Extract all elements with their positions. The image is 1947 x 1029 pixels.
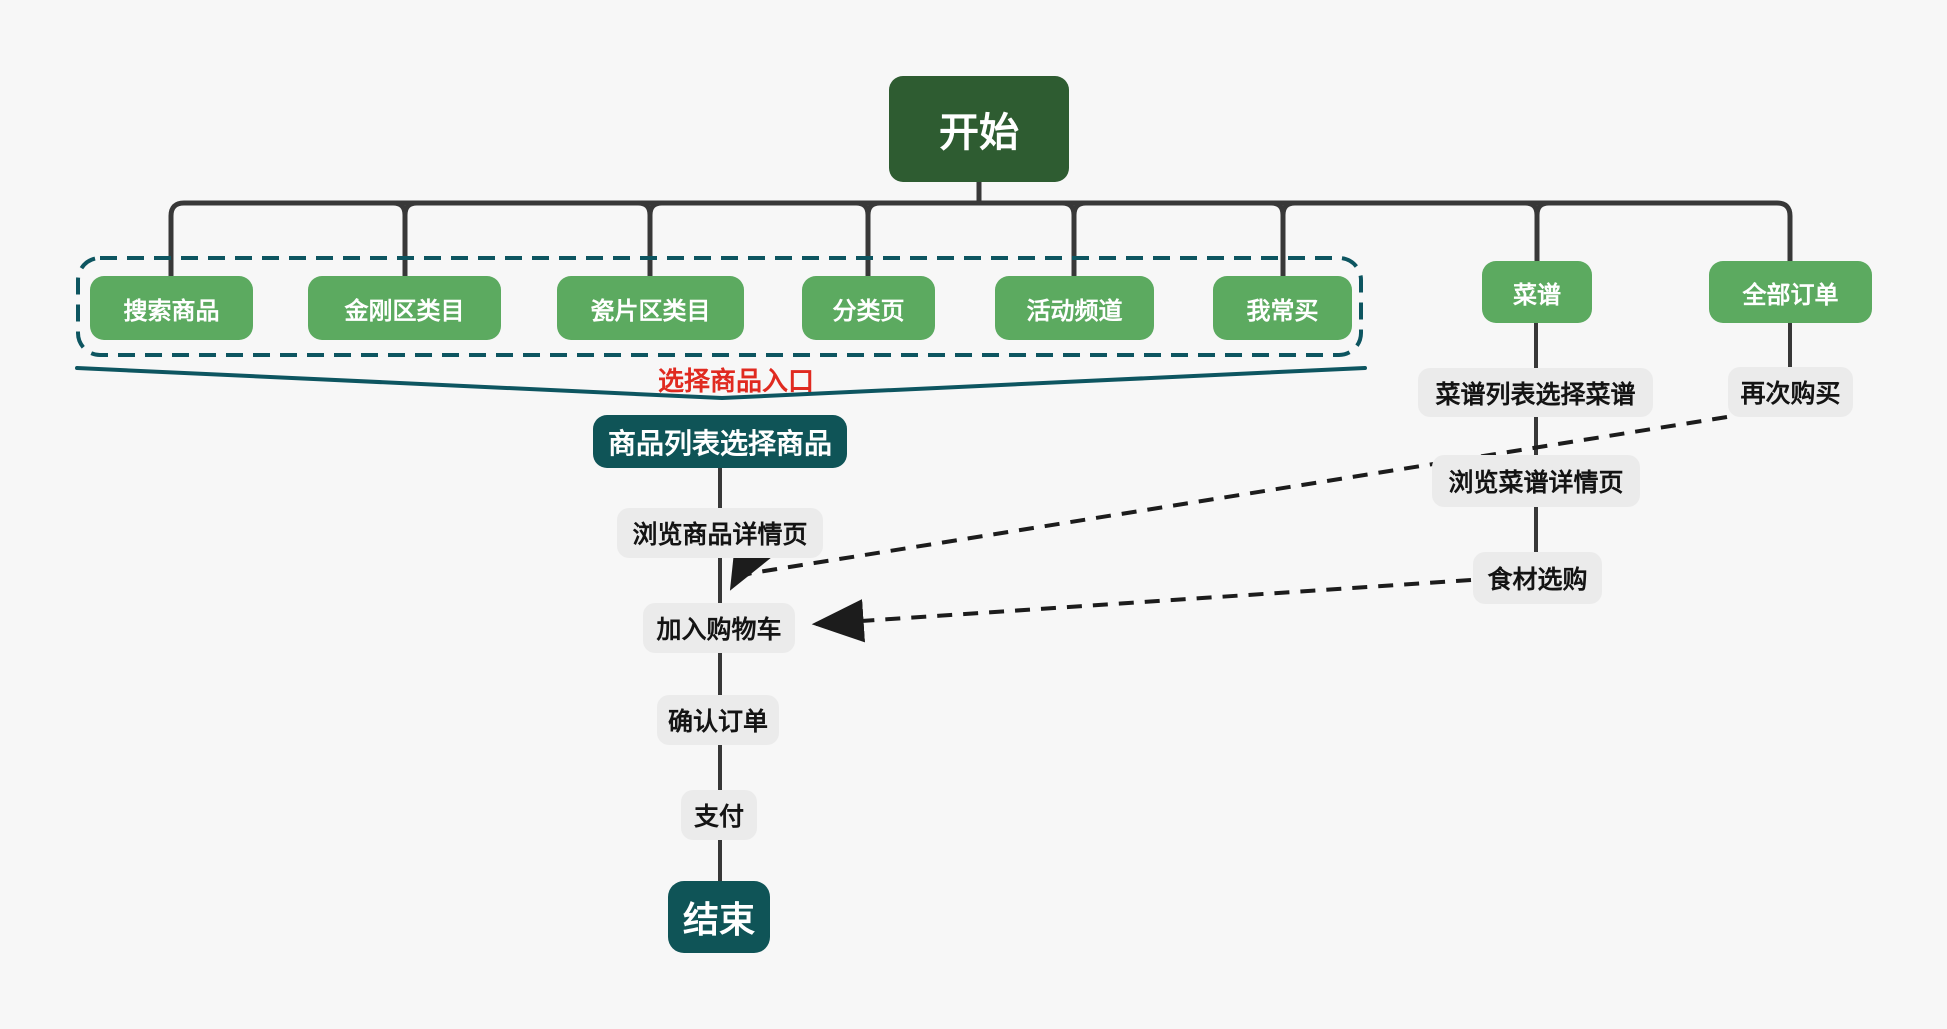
group-brace (75, 366, 1367, 400)
node-entry-all-orders: 全部订单 (1709, 261, 1872, 323)
node-start: 开始 (889, 76, 1069, 182)
node-recipe-list-select: 菜谱列表选择菜谱 (1418, 368, 1653, 417)
node-entry-my-frequent-buys: 我常买 (1213, 276, 1352, 340)
node-entry-tile-category: 瓷片区类目 (557, 276, 744, 340)
node-entry-category-page: 分类页 (802, 276, 935, 340)
entry-group-dashed-border (76, 256, 1363, 357)
node-buy-again: 再次购买 (1728, 367, 1853, 417)
node-ingredient-purchase: 食材选购 (1473, 552, 1602, 604)
node-product-list-select: 商品列表选择商品 (593, 415, 847, 468)
node-entry-search-product: 搜索商品 (90, 276, 253, 340)
node-browse-product-detail: 浏览商品详情页 (617, 508, 823, 558)
node-browse-recipe-detail: 浏览菜谱详情页 (1432, 455, 1640, 507)
node-entry-kingkong-category: 金刚区类目 (308, 276, 501, 340)
dashed-arrow-buy-again (729, 415, 1728, 591)
node-end: 结束 (668, 881, 770, 953)
node-add-to-cart: 加入购物车 (643, 603, 795, 653)
node-entry-recipe: 菜谱 (1482, 261, 1592, 323)
group-caption-label: 选择商品入口 (657, 367, 814, 397)
node-entry-activity-channel: 活动频道 (995, 276, 1154, 340)
dashed-arrow-ingredients (811, 578, 1472, 643)
bus-drop-lines (390, 200, 1552, 279)
node-confirm-order: 确认订单 (657, 695, 779, 745)
node-pay: 支付 (681, 790, 757, 840)
